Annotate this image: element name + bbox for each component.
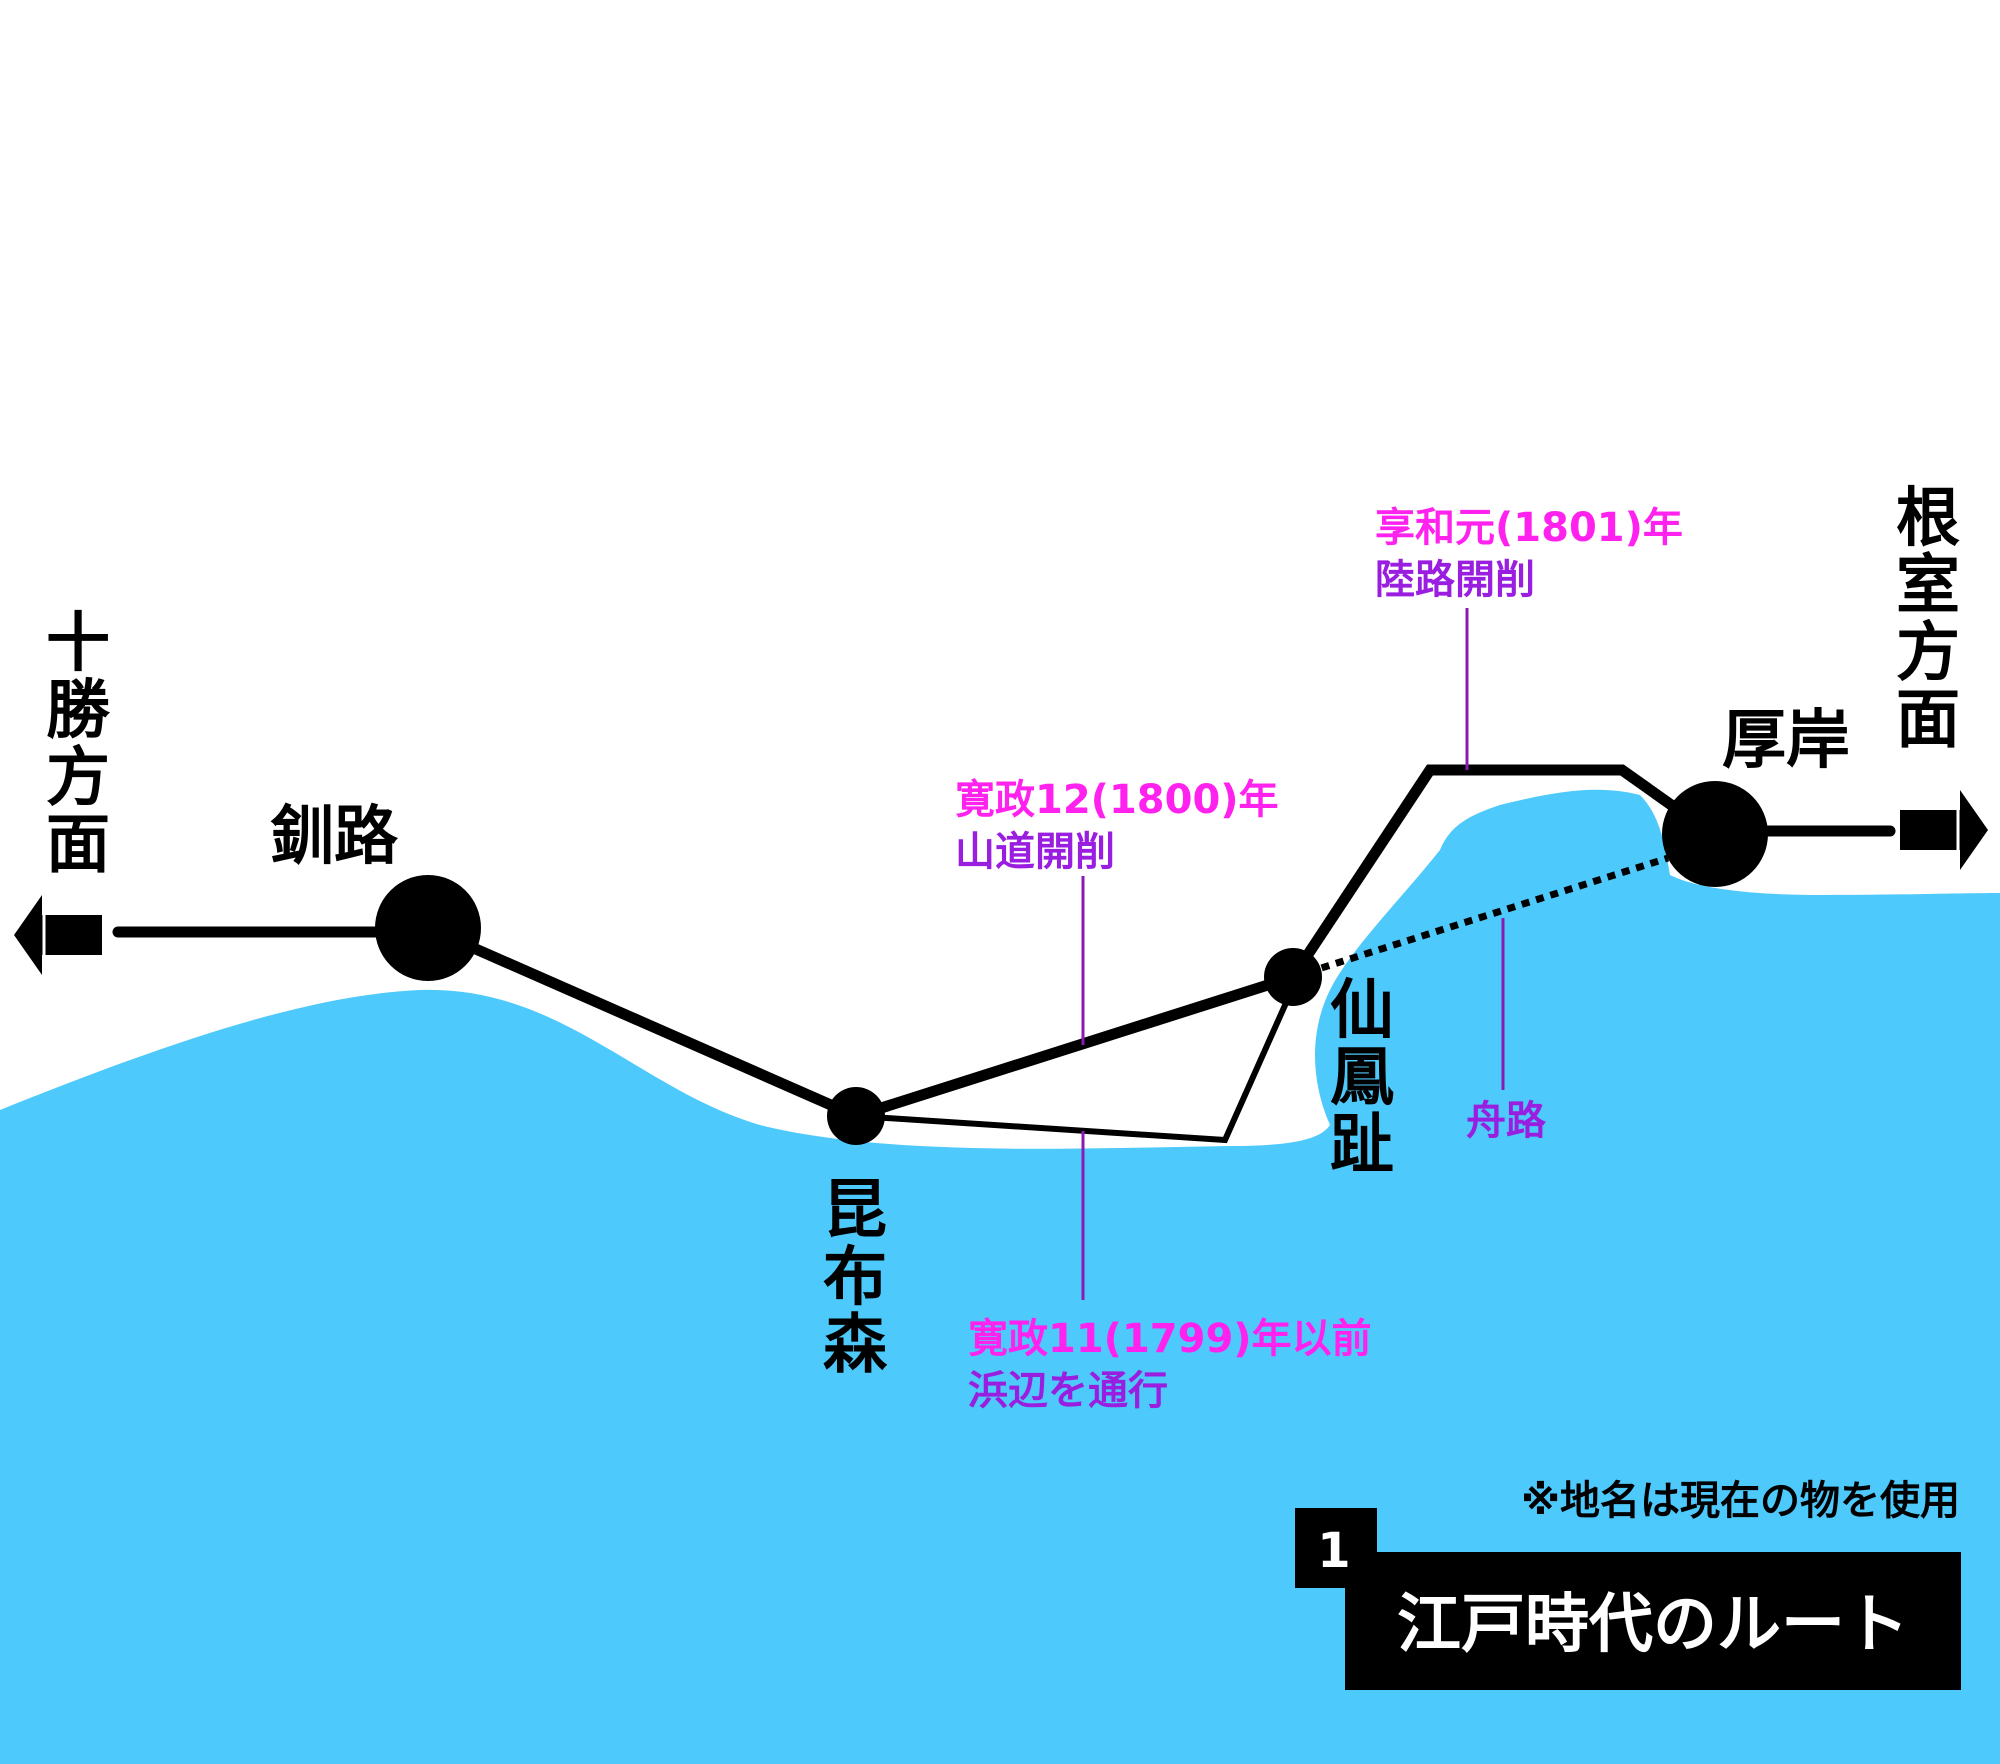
annotation-1801-desc: 陸路開削 [1375, 557, 1535, 603]
panel-title: 江戸時代のルート [1397, 1588, 1909, 1662]
main-route [422, 764, 1721, 1122]
beach-route [855, 983, 1297, 1144]
label-nemuro: 根室方面 [1896, 482, 1960, 758]
station-senposhi [1264, 948, 1322, 1006]
label-kushiro: 釧路 [270, 800, 399, 874]
station-kushiro [375, 875, 481, 981]
footnote: ※地名は現在の物を使用 [1521, 1478, 1960, 1524]
annotation-boat: 舟路 [1466, 1098, 1547, 1144]
boat-route [1291, 854, 1670, 981]
station-akkeshi [1662, 781, 1768, 887]
annotation-1799-year: 寛政11(1799)年以前 [968, 1316, 1372, 1362]
annotation-1800-year: 寛政12(1800)年 [955, 777, 1279, 823]
label-konbumori: 昆布森 [823, 1174, 888, 1382]
station-konbumori [827, 1087, 885, 1145]
sea [0, 789, 2000, 1764]
annotation-1799-desc: 浜辺を通行 [968, 1368, 1168, 1414]
arrow-right-icon [1900, 790, 1988, 870]
label-akkeshi: 厚岸 [1722, 704, 1850, 778]
label-tokachi: 十勝方面 [46, 607, 111, 883]
panel-title-box [1345, 1552, 1961, 1690]
label-senposhi: 仙鳳趾 [1330, 974, 1394, 1182]
annotation-1800-desc: 山道開削 [955, 829, 1115, 875]
arrow-left-icon [14, 895, 102, 975]
panel-number: 1 [1317, 1523, 1350, 1579]
annotation-1801-year: 享和元(1801)年 [1375, 505, 1683, 551]
